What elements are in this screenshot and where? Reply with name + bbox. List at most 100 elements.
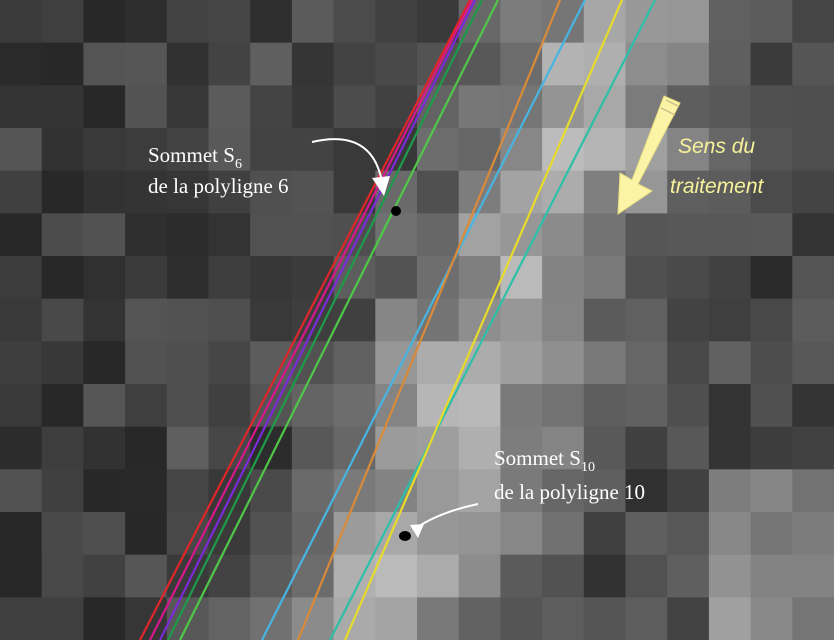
pixel-cell xyxy=(208,128,251,172)
pixel-cell xyxy=(542,0,585,44)
pixel-cell xyxy=(166,597,210,640)
pixel-cell xyxy=(458,469,501,513)
pixel-cell xyxy=(583,384,627,428)
pixel-cell xyxy=(458,597,501,640)
pixel-cell xyxy=(333,170,376,214)
pixel-cell xyxy=(792,170,834,214)
pixel-cell xyxy=(166,213,210,257)
pixel-cell xyxy=(708,426,752,470)
pixel-cell xyxy=(625,42,668,86)
pixel-cell xyxy=(667,0,710,44)
pixel-cell xyxy=(166,42,210,86)
pixel-cell xyxy=(583,469,627,513)
pixel-cell xyxy=(83,42,126,86)
pixel-cell xyxy=(792,512,834,556)
pixel-cell xyxy=(41,426,84,470)
pixel-cell xyxy=(458,512,501,556)
pixel-cell xyxy=(583,512,627,556)
pixel-cell xyxy=(417,554,460,598)
pixel-cell xyxy=(708,469,752,513)
pixel-cell xyxy=(0,426,43,470)
pixel-cell xyxy=(792,298,834,342)
pixel-cell xyxy=(750,298,793,342)
pixel-cell xyxy=(250,384,293,428)
pixel-cell xyxy=(83,341,126,385)
pixel-cell xyxy=(125,85,168,129)
pixel-cell xyxy=(542,512,585,556)
pixel-cell xyxy=(625,341,668,385)
pixel-cell xyxy=(583,85,627,129)
pixel-cell xyxy=(792,554,834,598)
pixel-cell xyxy=(41,128,84,172)
pixel-cell xyxy=(667,597,710,640)
pixel-cell xyxy=(583,42,627,86)
pixel-cell xyxy=(458,85,501,129)
pixel-cell xyxy=(667,128,710,172)
pixel-cell xyxy=(250,213,293,257)
pixel-cell xyxy=(41,512,84,556)
pixel-cell xyxy=(0,469,43,513)
pixel-cell xyxy=(417,426,460,470)
pixel-cell xyxy=(708,597,752,640)
pixel-cell xyxy=(291,0,335,44)
pixel-cell xyxy=(542,597,585,640)
pixel-cell xyxy=(291,128,335,172)
pixel-cell xyxy=(792,384,834,428)
pixel-cell xyxy=(708,256,752,300)
pixel-cell xyxy=(375,554,418,598)
pixel-cell xyxy=(583,554,627,598)
pixel-cell xyxy=(500,512,543,556)
pixel-cell xyxy=(458,426,501,470)
pixel-cell xyxy=(0,170,43,214)
pixel-cell xyxy=(333,128,376,172)
pixel-cell xyxy=(41,256,84,300)
pixel-cell xyxy=(625,597,668,640)
pixel-cell xyxy=(250,42,293,86)
pixel-cell xyxy=(792,469,834,513)
pixel-cell xyxy=(708,298,752,342)
pixel-cell xyxy=(667,512,710,556)
pixel-cell xyxy=(792,597,834,640)
pixel-cell xyxy=(667,384,710,428)
pixel-cell xyxy=(417,42,460,86)
pixel-cell xyxy=(458,298,501,342)
pixel-cell xyxy=(166,426,210,470)
pixel-cell xyxy=(83,469,126,513)
pixel-cell xyxy=(125,213,168,257)
s6-pointer-arrow xyxy=(311,138,383,183)
pixel-cell xyxy=(0,597,43,640)
pixel-cell xyxy=(333,512,376,556)
pixel-cell xyxy=(792,213,834,257)
polyline-orange xyxy=(296,0,562,640)
pixel-cell xyxy=(125,128,168,172)
pixel-cell xyxy=(375,256,418,300)
pixel-cell xyxy=(0,128,43,172)
direction-label-line1: Sens du xyxy=(678,135,755,158)
pixel-cell xyxy=(41,0,84,44)
pixel-cell xyxy=(375,42,418,86)
pixel-cell xyxy=(0,512,43,556)
s10-pointer-arrowhead xyxy=(410,524,424,538)
pixel-cell xyxy=(667,213,710,257)
pixel-cell xyxy=(458,213,501,257)
pixel-cell xyxy=(333,298,376,342)
pixel-cell xyxy=(83,512,126,556)
pixel-cell xyxy=(41,341,84,385)
pixel-cell xyxy=(708,213,752,257)
pixel-cell xyxy=(41,85,84,129)
pixel-cell xyxy=(708,128,752,172)
pixel-cell xyxy=(500,469,543,513)
pixel-cell xyxy=(0,0,43,44)
pixel-cell xyxy=(417,213,460,257)
pixel-cell xyxy=(750,384,793,428)
pixel-cell xyxy=(250,512,293,556)
pixel-cell xyxy=(417,512,460,556)
pixel-cell xyxy=(41,554,84,598)
pixel-cell xyxy=(667,554,710,598)
pixel-cell xyxy=(750,128,793,172)
pixel-cell xyxy=(417,469,460,513)
pixel-cell xyxy=(375,469,418,513)
pixel-cell xyxy=(750,85,793,129)
pixel-cell xyxy=(417,170,460,214)
